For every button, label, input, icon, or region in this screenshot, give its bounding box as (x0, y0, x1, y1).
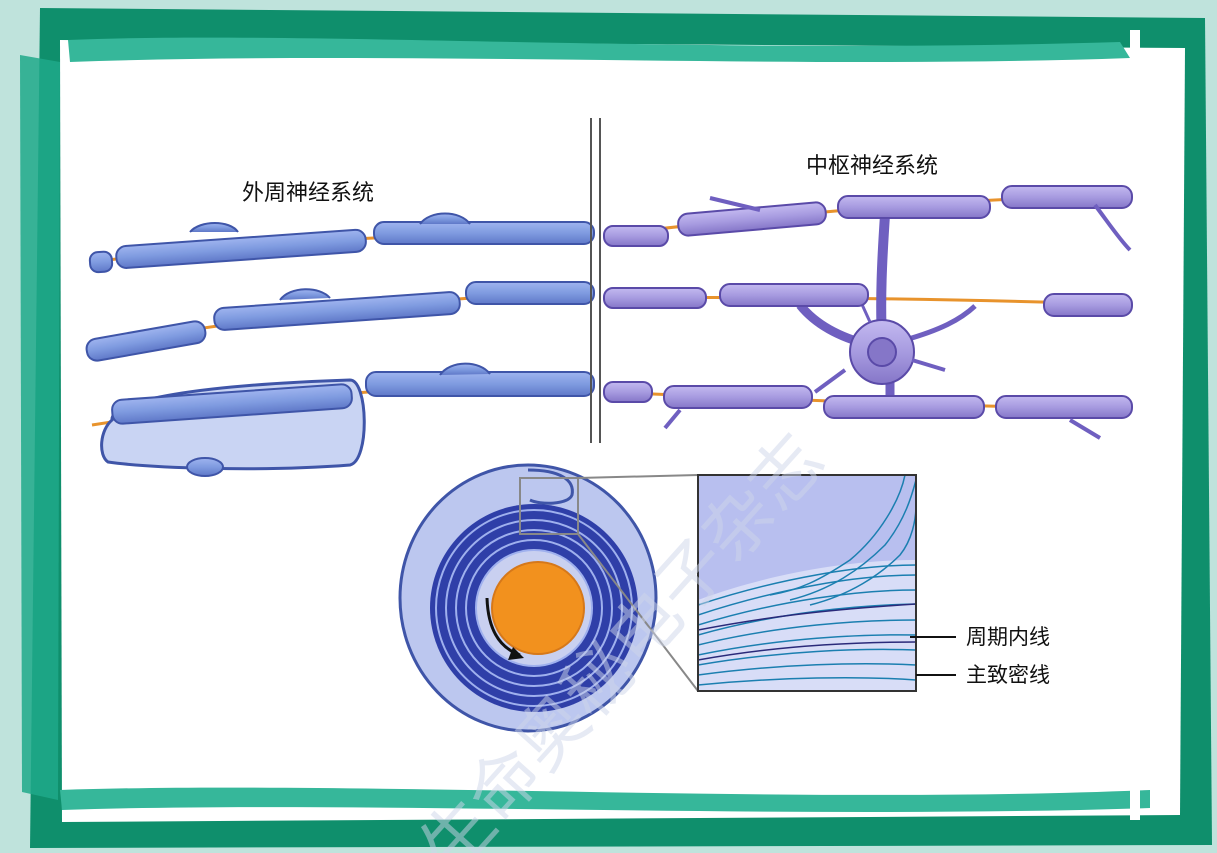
inner-period-line-label: 周期内线 (966, 625, 1050, 649)
major-dense-line-label: 主致密线 (966, 663, 1050, 687)
pns-label: 外周神经系统 (242, 181, 374, 206)
cns-label: 中枢神经系统 (806, 154, 938, 179)
